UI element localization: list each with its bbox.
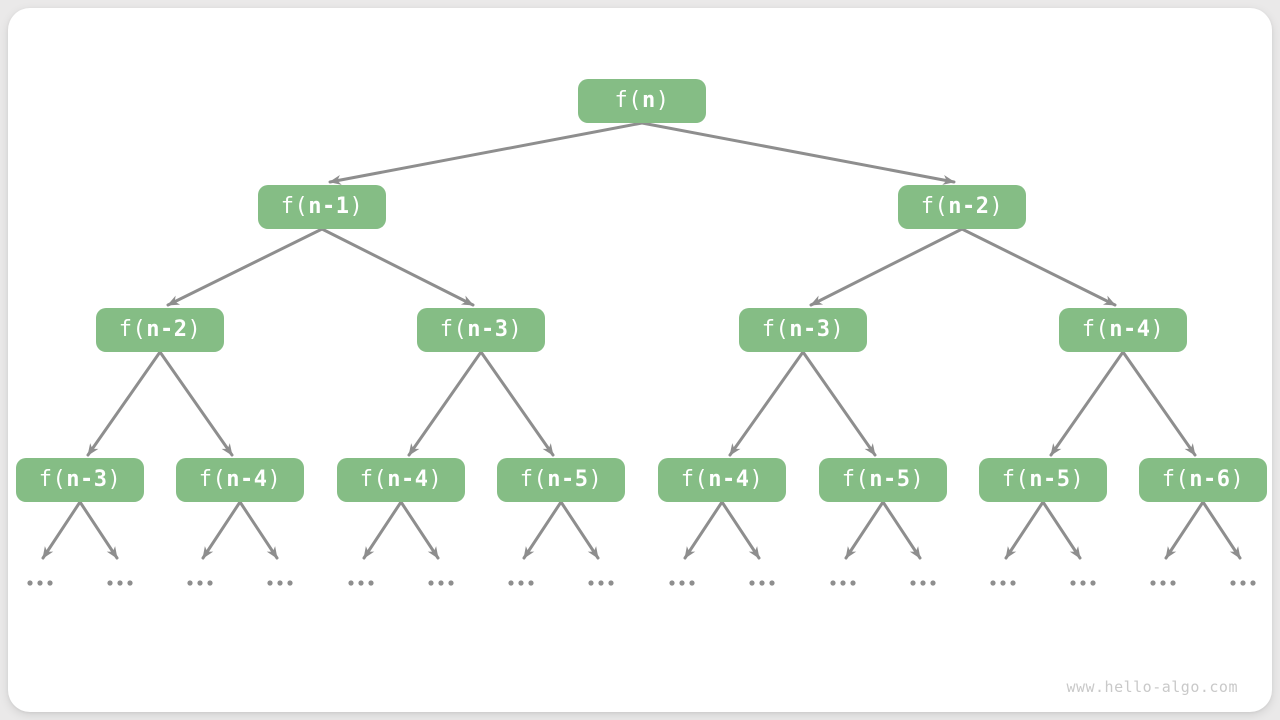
ellipsis-dot <box>1010 580 1016 586</box>
tree-edge <box>158 350 234 457</box>
ellipsis-edge <box>559 500 600 560</box>
ellipsis-dots <box>428 580 454 586</box>
ellipsis-dot <box>187 580 193 586</box>
ellipsis-dot <box>1080 580 1086 586</box>
ellipsis-dot <box>428 580 434 586</box>
tree-edge <box>801 350 877 457</box>
ellipsis-dots <box>508 580 534 586</box>
ellipsis-dot <box>759 580 765 586</box>
watermark: www.hello-algo.com <box>1066 678 1238 696</box>
ellipsis-edge <box>881 500 922 560</box>
ellipsis-dots <box>749 580 775 586</box>
tree-edge <box>166 227 324 307</box>
tree-edge <box>328 121 644 185</box>
ellipsis-dot <box>348 580 354 586</box>
tree-edge <box>1049 350 1125 457</box>
ellipsis-dot <box>920 580 926 586</box>
ellipsis-dot <box>598 580 604 586</box>
tree-edge <box>960 227 1117 307</box>
ellipsis-dot <box>990 580 996 586</box>
ellipsis-edge <box>1041 500 1082 560</box>
ellipsis-dot <box>47 580 53 586</box>
tree-edge <box>728 350 805 457</box>
tree-edge <box>320 227 475 307</box>
ellipsis-dot <box>749 580 755 586</box>
ellipsis-edge <box>1004 500 1045 560</box>
ellipsis-edge <box>683 500 724 560</box>
ellipsis-edge <box>399 500 440 560</box>
ellipsis-dot <box>608 580 614 586</box>
ellipsis-dots <box>187 580 213 586</box>
ellipsis-dot <box>850 580 856 586</box>
ellipsis-dot <box>588 580 594 586</box>
diagram-card <box>8 8 1272 712</box>
ellipsis-dot <box>679 580 685 586</box>
ellipsis-edge <box>720 500 761 560</box>
ellipsis-dot <box>448 580 454 586</box>
ellipsis-dot <box>1160 580 1166 586</box>
ellipsis-dot <box>1150 580 1156 586</box>
ellipsis-dot <box>287 580 293 586</box>
ellipsis-dot <box>1000 580 1006 586</box>
ellipsis-dot <box>769 580 775 586</box>
ellipsis-dot <box>669 580 675 586</box>
tree-edge <box>640 121 956 185</box>
ellipsis-dot <box>830 580 836 586</box>
ellipsis-dot <box>1250 580 1256 586</box>
ellipsis-dot <box>840 580 846 586</box>
ellipsis-dot <box>1090 580 1096 586</box>
ellipsis-dot <box>277 580 283 586</box>
ellipsis-dot <box>37 580 43 586</box>
ellipsis-dot <box>107 580 113 586</box>
ellipsis-dot <box>1230 580 1236 586</box>
ellipsis-dots <box>27 580 53 586</box>
ellipsis-dot <box>127 580 133 586</box>
ellipsis-dots <box>588 580 614 586</box>
ellipsis-dot <box>1240 580 1246 586</box>
ellipsis-dots <box>990 580 1016 586</box>
ellipsis-dot <box>689 580 695 586</box>
ellipsis-dot <box>910 580 916 586</box>
ellipsis-edge <box>1164 500 1205 560</box>
ellipsis-edge <box>844 500 885 560</box>
ellipsis-dots <box>1150 580 1176 586</box>
ellipsis-dots <box>107 580 133 586</box>
ellipsis-dot <box>267 580 273 586</box>
ellipsis-dots <box>348 580 374 586</box>
ellipsis-dots <box>1230 580 1256 586</box>
ellipsis-edge <box>1201 500 1242 560</box>
tree-edge <box>479 350 555 457</box>
ellipsis-edge <box>522 500 563 560</box>
ellipsis-dot <box>368 580 374 586</box>
ellipsis-dots <box>910 580 936 586</box>
ellipsis-dot <box>1070 580 1076 586</box>
ellipsis-dot <box>117 580 123 586</box>
ellipsis-dot <box>930 580 936 586</box>
ellipsis-edge <box>238 500 279 560</box>
ellipsis-dot <box>528 580 534 586</box>
ellipsis-dot <box>27 580 33 586</box>
ellipsis-dot <box>508 580 514 586</box>
ellipsis-dots <box>830 580 856 586</box>
ellipsis-dots <box>267 580 293 586</box>
ellipsis-edge <box>78 500 119 560</box>
tree-edge <box>86 350 162 457</box>
ellipsis-dot <box>197 580 203 586</box>
ellipsis-dot <box>207 580 213 586</box>
ellipsis-edge <box>41 500 82 560</box>
tree-edge <box>809 227 964 307</box>
tree-edge <box>1121 350 1197 457</box>
ellipsis-dots <box>669 580 695 586</box>
ellipsis-dot <box>1170 580 1176 586</box>
ellipsis-edge <box>201 500 242 560</box>
ellipsis-dot <box>518 580 524 586</box>
tree-edge <box>407 350 483 457</box>
ellipsis-dot <box>438 580 444 586</box>
ellipsis-dots <box>1070 580 1096 586</box>
ellipsis-dot <box>358 580 364 586</box>
ellipsis-edge <box>362 500 403 560</box>
